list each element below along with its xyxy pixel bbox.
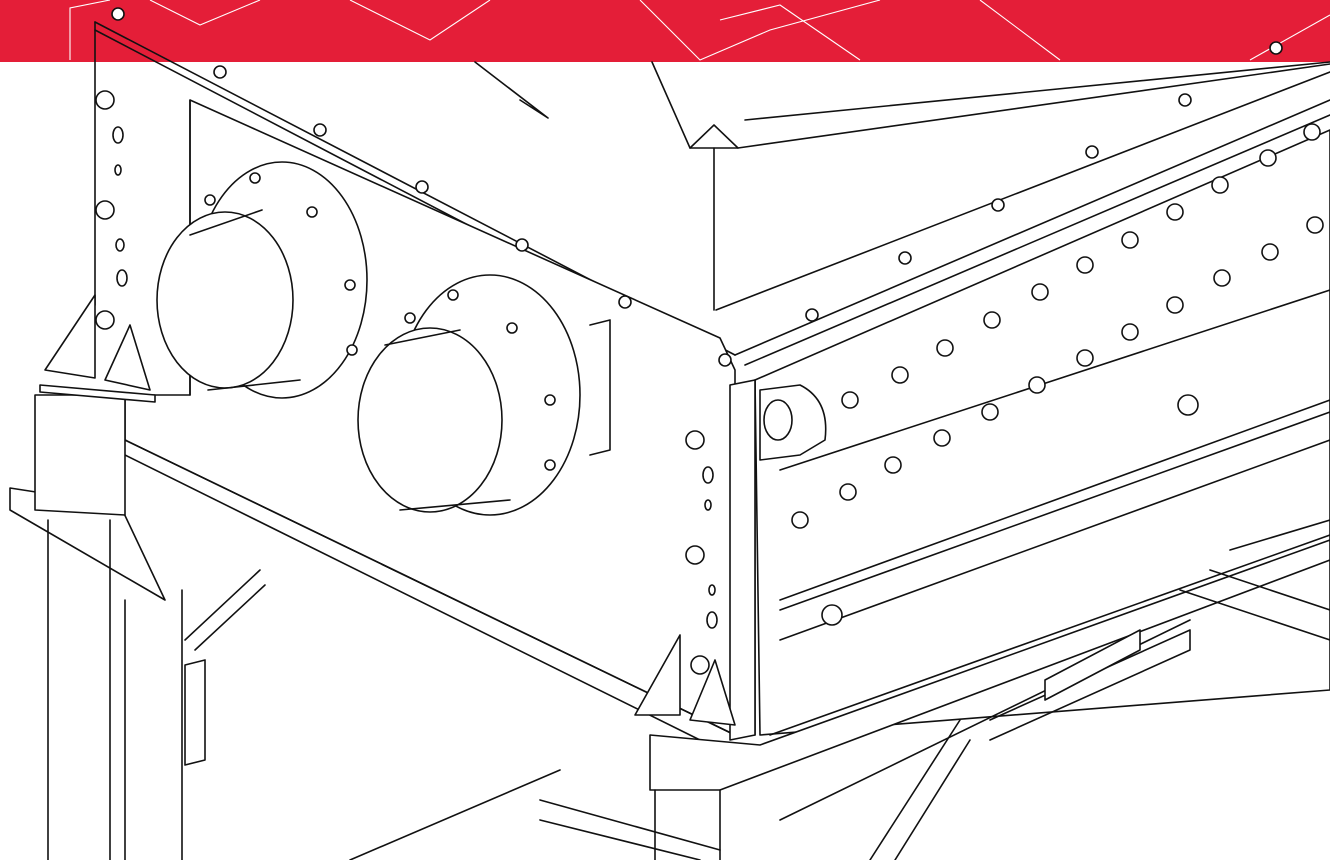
left-post-fasteners	[95, 90, 718, 675]
cutting-chamber-body	[754, 129, 1330, 736]
hopper-outline	[69, 0, 1330, 311]
bolt-icon	[821, 394, 1199, 626]
bolt-icon	[841, 123, 1321, 409]
bolt-rows	[791, 123, 1324, 626]
gusset-brackets	[44, 294, 736, 726]
corner-post	[729, 379, 756, 741]
base-frame	[9, 384, 1330, 860]
motor-left	[156, 161, 368, 399]
bolt-icon	[791, 216, 1324, 529]
motor-right	[357, 274, 581, 516]
lifting-lug-icon	[759, 384, 827, 461]
flange-bolts	[204, 172, 556, 471]
rail-bolts	[111, 7, 1283, 367]
red-header-band	[0, 0, 1330, 62]
